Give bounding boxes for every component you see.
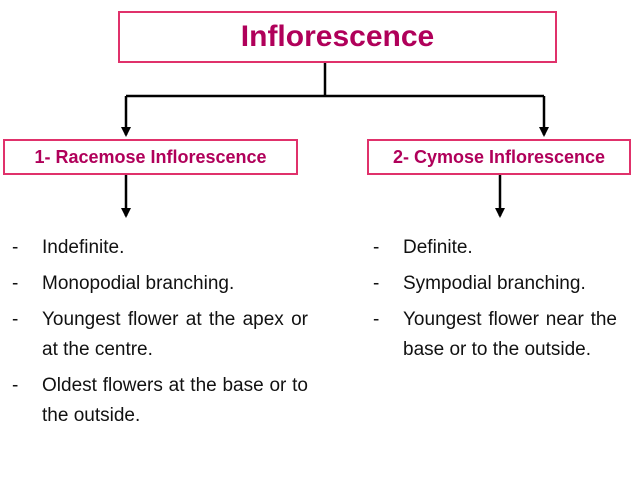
list-item-text: Youngest flower near the base or to the …	[403, 309, 617, 360]
list-item-text: Youngest flower at the apex or at the ce…	[42, 309, 308, 360]
list-item-text: Sympodial branching.	[403, 273, 586, 294]
list-item: - Indefinite.	[12, 233, 308, 263]
racemose-heading: 1- Racemose Inflorescence	[34, 146, 267, 167]
list-item: - Youngest flower near the base or to th…	[373, 305, 617, 365]
list-item-text: Monopodial branching.	[42, 273, 235, 294]
diagram-title: Inflorescence	[240, 20, 435, 53]
list-item: - Definite.	[373, 233, 617, 263]
title-box: Inflorescence	[118, 11, 557, 63]
list-item-text: Oldest flowers at the base or to the out…	[42, 375, 308, 426]
dash-marker: -	[373, 309, 380, 330]
cymose-box: 2- Cymose Inflorescence	[367, 139, 631, 175]
dash-marker: -	[373, 273, 380, 294]
racemose-box: 1- Racemose Inflorescence	[3, 139, 298, 175]
cymose-heading: 2- Cymose Inflorescence	[392, 146, 606, 167]
list-item: - Monopodial branching.	[12, 269, 308, 299]
dash-marker: -	[12, 375, 19, 396]
list-item: - Youngest flower at the apex or at the …	[12, 305, 308, 365]
dash-marker: -	[12, 237, 19, 258]
list-item-text: Definite.	[403, 237, 473, 258]
dash-marker: -	[12, 309, 19, 330]
list-item: - Sympodial branching.	[373, 269, 617, 299]
dash-marker: -	[373, 237, 380, 258]
racemose-characteristics-list: - Indefinite. - Monopodial branching. - …	[12, 233, 308, 437]
list-item-text: Indefinite.	[42, 237, 125, 258]
cymose-characteristics-list: - Definite. - Sympodial branching. - You…	[373, 233, 617, 371]
list-item: - Oldest flowers at the base or to the o…	[12, 371, 308, 431]
dash-marker: -	[12, 273, 19, 294]
